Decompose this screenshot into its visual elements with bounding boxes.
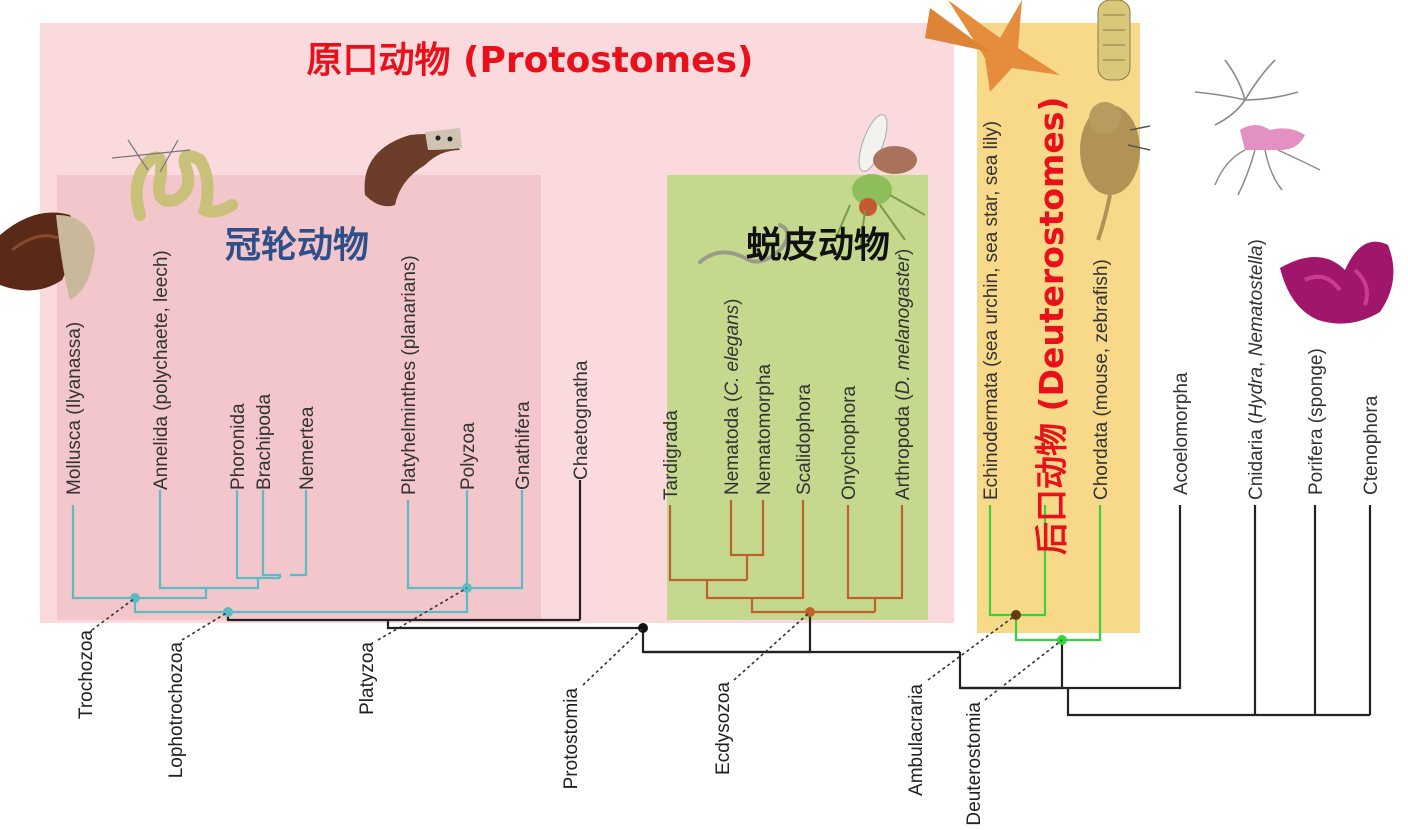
protostomes-heading: 原口动物 (Protostomes)	[307, 40, 754, 81]
taxon-annelida: Annelida (polychaete, leech)	[151, 250, 172, 490]
clade-ambulacraria: Ambulacraria	[906, 684, 927, 796]
worm-icon	[111, 139, 238, 221]
taxon-gnathifera: Gnathifera	[513, 401, 534, 490]
lophotrochozoa-branches	[71, 490, 524, 614]
anemone-icon	[1214, 125, 1321, 196]
clade-platyzoa: Platyzoa	[357, 642, 378, 715]
taxon-nemertea: Nemertea	[297, 406, 318, 490]
taxon-scalidophora: Scalidophora	[794, 384, 815, 495]
taxon-cnidaria: Cnidaria (Hydra, Nematostella)	[1246, 239, 1267, 500]
taxon-onychophora: Onychophora	[839, 385, 860, 500]
hydra-icon	[1194, 59, 1299, 126]
taxon-nematomorpha: Nematomorpha	[754, 364, 775, 495]
clade-lophotrochozoa: Lophotrochozoa	[166, 642, 187, 779]
taxon-mollusca: Mollusca (Ilyanassa)	[64, 322, 85, 495]
taxon-ctenophora: Ctenophora	[1361, 395, 1382, 495]
taxon-chordata: Chordata (mouse, zebrafish)	[1091, 259, 1112, 500]
clade-ecdysozoa: Ecdysozoa	[713, 682, 734, 775]
deuterostome-branches	[988, 505, 1102, 642]
taxon-brachipoda: Brachipoda	[254, 393, 275, 490]
taxon-labels: Mollusca (Ilyanassa) Annelida (polychaet…	[64, 121, 1382, 500]
mouse-icon	[1080, 102, 1151, 241]
sponge-icon	[1280, 241, 1394, 324]
lophotrochozoa-region	[57, 175, 541, 620]
flatworm-icon	[364, 128, 462, 207]
taxon-arthropoda: Arthropoda (D. melanogaster)	[893, 249, 914, 500]
node-protostomia	[638, 623, 648, 633]
clade-protostomia: Protostomia	[561, 688, 582, 790]
lophotrochozoa-heading: 冠轮动物	[225, 225, 369, 266]
clade-labels: Trochozoa Lophotrochozoa Platyzoa Protos…	[76, 630, 985, 826]
ecdysozoa-heading: 蜕皮动物	[746, 225, 890, 266]
taxon-echinodermata: Echinodermata (sea urchin, sea star, sea…	[981, 121, 1002, 500]
clade-trochozoa: Trochozoa	[76, 630, 97, 719]
taxon-platyhelminthes: Platyhelminthes (planarians)	[399, 255, 420, 495]
taxon-phoronida: Phoronida	[228, 403, 249, 490]
taxon-polyzoa: Polyzoa	[458, 422, 479, 490]
base-branches	[226, 480, 1372, 717]
taxon-acoelomorpha: Acoelomorpha	[1171, 372, 1192, 495]
taxon-nematoda: Nematoda (C. elegans)	[722, 299, 743, 495]
taxon-chaetognatha: Chaetognatha	[571, 360, 592, 480]
taxon-porifera: Porifera (sponge)	[1306, 348, 1327, 495]
fly-icon	[834, 114, 926, 251]
taxon-tardigrada: Tardigrada	[661, 410, 682, 500]
amphioxus-icon	[1097, 0, 1131, 81]
clade-deuterostomia: Deuterostomia	[964, 702, 985, 826]
node-lophotrochozoa	[223, 607, 233, 617]
starfish-icon	[925, 0, 1060, 92]
snail-icon	[0, 212, 95, 300]
clade-leader-lines	[91, 587, 1063, 701]
deuterostomes-heading: 后口动物 (Deuterostomes)	[1032, 96, 1071, 555]
ecdysozoa-region	[667, 175, 928, 620]
nematode-icon	[698, 223, 790, 264]
ecdysozoa-branches	[668, 500, 904, 614]
